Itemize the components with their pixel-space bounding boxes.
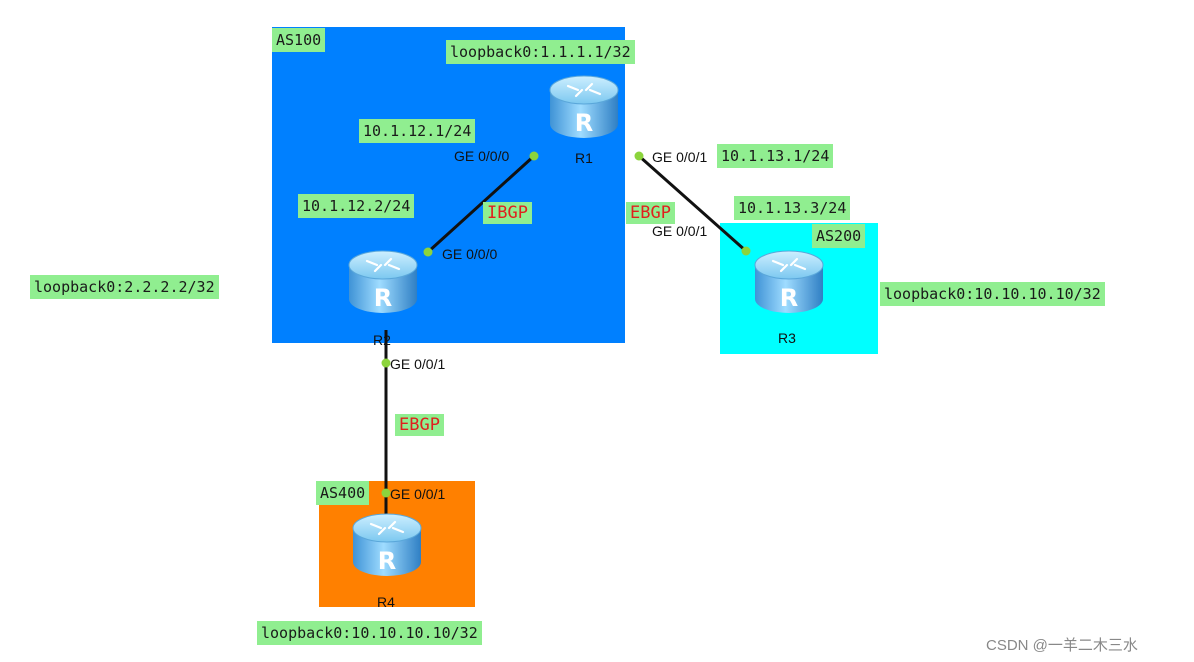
router-r4-icon[interactable]: R bbox=[349, 508, 425, 584]
port-dot-r4-ge001 bbox=[381, 488, 391, 498]
router-r1-name: R1 bbox=[575, 150, 593, 166]
r1-ge000-ip-label: 10.1.12.1/24 bbox=[359, 119, 476, 143]
r4-ge001-port-label: GE 0/0/1 bbox=[390, 486, 446, 502]
svg-text:R: R bbox=[374, 284, 392, 312]
csdn-watermark: CSDN @一羊二木三水 bbox=[986, 637, 1138, 654]
router-r3-icon[interactable]: R bbox=[751, 245, 827, 321]
port-dot-r1-ge001 bbox=[634, 151, 644, 161]
router-r1-icon[interactable]: R bbox=[546, 70, 622, 146]
r3-ge001-ip-label: 10.1.13.3/24 bbox=[734, 196, 851, 220]
router-r2-name: R2 bbox=[373, 332, 391, 348]
port-dot-r2-ge000 bbox=[423, 247, 433, 257]
as400-label: AS400 bbox=[316, 481, 370, 505]
port-dot-r3-ge001 bbox=[741, 246, 751, 256]
link-r1-r3 bbox=[638, 154, 747, 253]
r1-r3-protocol-label: EBGP bbox=[626, 202, 675, 224]
port-dot-r2-ge001 bbox=[381, 358, 391, 368]
r4-loopback-label: loopback0:10.10.10.10/32 bbox=[257, 621, 482, 645]
port-dot-r1-ge000 bbox=[529, 151, 539, 161]
router-r4-name: R4 bbox=[377, 594, 395, 610]
r2-loopback-label: loopback0:2.2.2.2/32 bbox=[30, 275, 219, 299]
as200-label: AS200 bbox=[812, 224, 866, 248]
as100-label: AS100 bbox=[272, 28, 326, 52]
r1-ge000-port-label: GE 0/0/0 bbox=[454, 148, 510, 164]
r2-ge000-port-label: GE 0/0/0 bbox=[442, 246, 498, 262]
r1-r2-protocol-label: IBGP bbox=[483, 202, 532, 224]
svg-text:R: R bbox=[780, 284, 798, 312]
router-r3-name: R3 bbox=[778, 330, 796, 346]
r2-r4-protocol-label: EBGP bbox=[395, 414, 444, 436]
link-r1-r2 bbox=[426, 154, 536, 254]
svg-text:R: R bbox=[378, 547, 396, 575]
r3-loopback-label: loopback0:10.10.10.10/32 bbox=[880, 282, 1105, 306]
r2-ge000-ip-label: 10.1.12.2/24 bbox=[298, 194, 415, 218]
svg-text:R: R bbox=[575, 109, 593, 137]
r1-ge001-ip-label: 10.1.13.1/24 bbox=[717, 144, 834, 168]
r2-ge001-port-label: GE 0/0/1 bbox=[390, 356, 446, 372]
router-r2-icon[interactable]: R bbox=[345, 245, 421, 321]
r1-loopback-label: loopback0:1.1.1.1/32 bbox=[446, 40, 635, 64]
r3-ge001-port-label: GE 0/0/1 bbox=[652, 223, 708, 239]
r1-ge001-port-label: GE 0/0/1 bbox=[652, 149, 708, 165]
